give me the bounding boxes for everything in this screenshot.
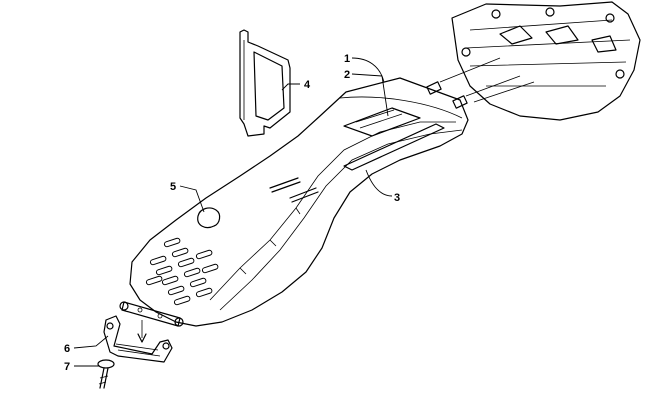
vent-slots — [145, 237, 219, 306]
hinge-tube — [119, 301, 184, 327]
callout-6: 6 — [64, 343, 70, 355]
leader-lines — [73, 57, 393, 367]
callout-3: 3 — [394, 192, 400, 204]
hinge-bracket — [103, 315, 173, 363]
skid-plate — [129, 77, 469, 327]
adhesive-pad — [197, 207, 221, 229]
engine-block — [451, 1, 641, 121]
callout-7: 7 — [64, 361, 70, 373]
decal-upper — [343, 107, 421, 137]
callout-1: 1 — [344, 53, 350, 65]
foam-pad — [239, 29, 291, 137]
decal-lower — [343, 123, 445, 171]
callout-2: 2 — [344, 69, 350, 81]
callout-4: 4 — [304, 79, 311, 91]
callout-5: 5 — [170, 181, 176, 193]
rivet — [97, 359, 115, 389]
callout-labels: 1 2 3 4 5 6 7 — [64, 53, 400, 373]
mounting-studs — [426, 57, 535, 109]
